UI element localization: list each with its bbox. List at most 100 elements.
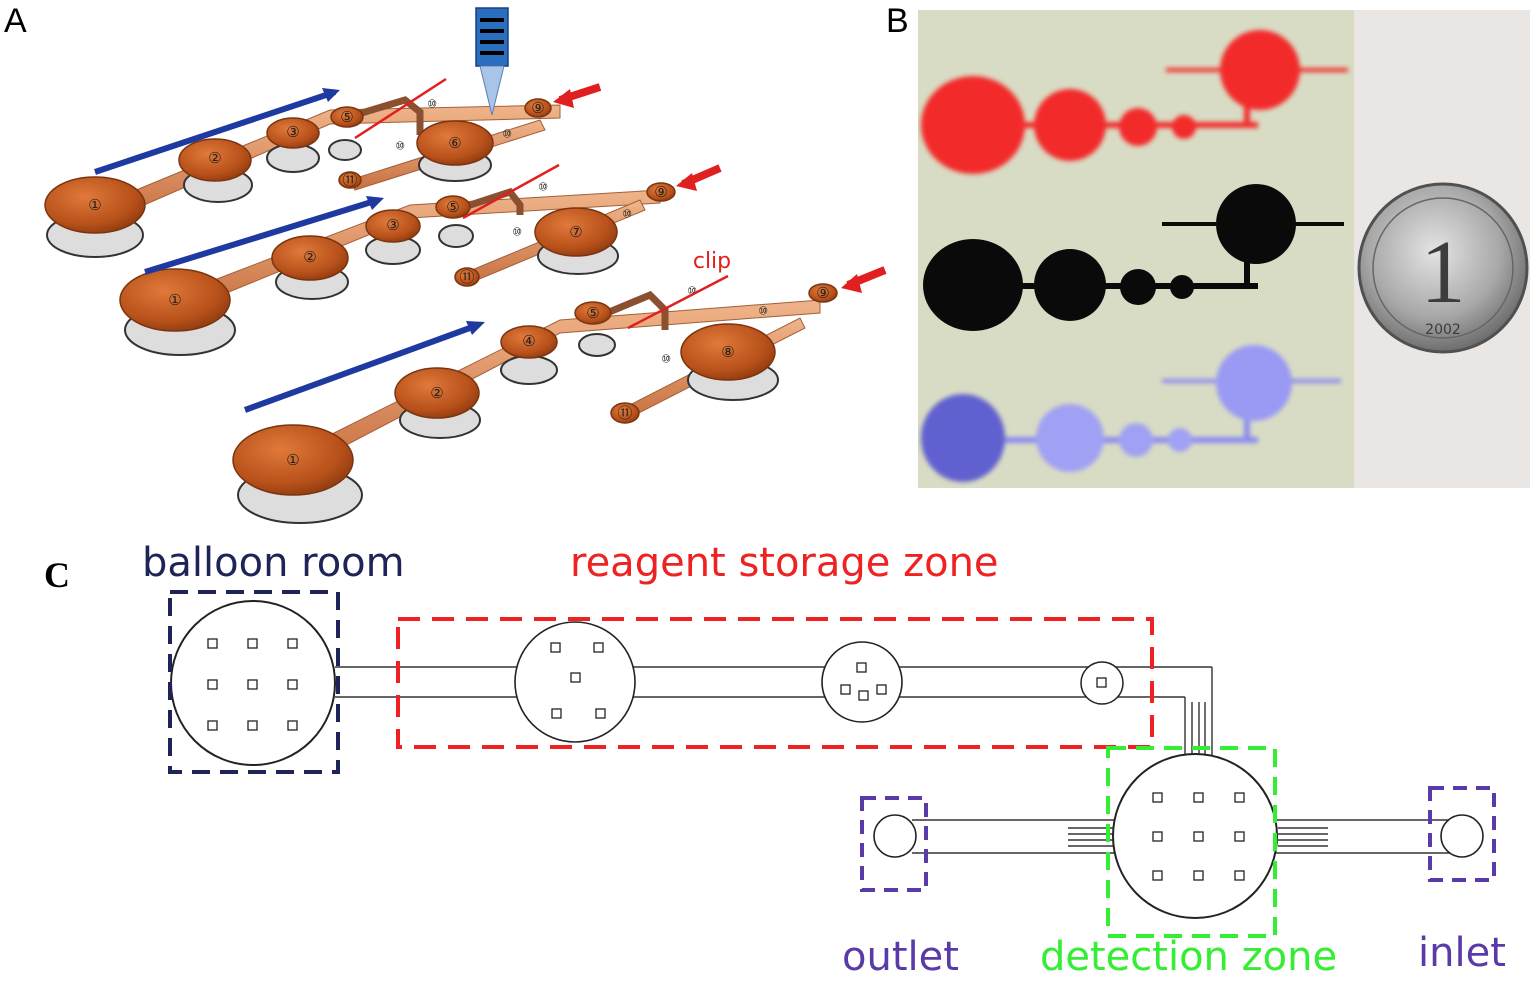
row3-flow-arrow <box>243 322 480 413</box>
row1-chamber-11 <box>338 171 362 189</box>
blue-reagent-chamber-1 <box>1036 404 1104 472</box>
chip-row-3: ① ② ④ ⑤ ⑧ ⑨ ⑪ ⑩ ⑩ ⑩ clip <box>232 249 887 524</box>
detection-zone-box <box>1106 746 1277 938</box>
row3-chamber-5-number: ⑤ <box>586 304 599 322</box>
row3-chamber-9 <box>808 283 838 303</box>
black-detection-zone <box>1216 184 1296 264</box>
row2-chamber-3-number: ③ <box>386 216 399 234</box>
row1-valve-number-1: ⑩ <box>427 98 437 111</box>
row1-clip-line <box>354 77 447 140</box>
clip-label: clip <box>693 249 731 274</box>
reagent-chamber-large-pillars <box>550 642 606 719</box>
row2-chamber-5-number: ⑤ <box>446 198 459 216</box>
inlet-port <box>1440 814 1484 858</box>
row3-chamber-1 <box>232 424 354 496</box>
row3-chamber-11-number: ⑪ <box>617 404 632 422</box>
row2-valve-number-1: ⑩ <box>538 181 548 194</box>
row1-valve-number-3: ⑩ <box>395 140 405 153</box>
red-detection-zone <box>1220 30 1300 110</box>
chip-row-1: ① ② ③ ⑤ ⑥ ⑨ ⑪ ⑩ ⑩ ⑩ <box>44 7 602 258</box>
row2-chamber-2-number: ② <box>303 248 316 266</box>
row3-elbow-channel <box>593 290 669 330</box>
panel-b-chip-photo: 1 2002 <box>918 10 1530 488</box>
row2-chamber-9-number: ⑨ <box>654 183 667 201</box>
row2-inlet-arrow-head <box>676 173 697 191</box>
panel-a-3d-chip-illustration: ① ② ③ ⑤ ⑥ ⑨ ⑪ ⑩ ⑩ ⑩ <box>0 0 900 530</box>
reagent-chamber-small-pillar <box>1096 677 1107 688</box>
detection-zone-pillars <box>1152 792 1245 881</box>
row2-chamber-5 <box>435 195 471 219</box>
row1-chamber-6-number: ⑥ <box>448 134 461 152</box>
row1-chamber-11-number: ⑪ <box>342 171 357 189</box>
blue-detection-zone <box>1216 345 1292 421</box>
row3-chamber-4 <box>500 325 558 359</box>
red-reagent-chamber-3 <box>1172 115 1196 139</box>
row2-chamber-7-number: ⑦ <box>569 223 582 241</box>
row2-clip-well <box>438 224 474 248</box>
row1-elbow-channel <box>343 96 424 135</box>
red-reagent-chamber-2 <box>1119 108 1157 146</box>
black-balloon-room <box>923 239 1023 331</box>
row1-flow-arrow-head <box>322 88 340 102</box>
row1-chamber-3 <box>266 117 320 149</box>
row2-elbow-channel <box>453 187 524 215</box>
row1-flow-arrow <box>94 89 336 175</box>
chip-row-2: ① ② ③ ⑤ ⑦ ⑨ ⑪ ⑩ ⑩ ⑩ <box>119 163 722 356</box>
row3-inlet-arrow-head <box>841 274 862 293</box>
blue-dye-row <box>921 345 1341 482</box>
outlet-box <box>860 796 928 892</box>
row1-clip-well <box>328 139 362 161</box>
row2-chamber-1 <box>119 268 231 332</box>
reagent-chamber-medium <box>821 641 903 723</box>
black-dye-row <box>923 184 1344 331</box>
blue-reagent-chamber-3 <box>1168 428 1192 452</box>
panel-c-svg <box>168 590 1496 938</box>
row1-chamber-1-number: ① <box>88 196 101 214</box>
row3-chamber-8 <box>680 323 776 381</box>
row1-chamber-3-number: ③ <box>286 123 299 141</box>
row3-flow-arrow-head <box>466 321 485 335</box>
row3-clip-well <box>578 333 616 357</box>
reagent-storage-zone-label: reagent storage zone <box>570 540 999 586</box>
red-dye-row <box>921 30 1348 174</box>
row2-chamber-1-number: ① <box>168 291 181 309</box>
panel-b-svg: 1 2002 <box>918 10 1530 488</box>
row3-chamber-1-number: ① <box>286 451 299 469</box>
row2-flow-arrow-head <box>366 196 384 210</box>
row3-chamber-5 <box>574 301 612 325</box>
row3-chamber-9-number: ⑨ <box>816 284 829 302</box>
inlet-label: inlet <box>1418 930 1506 976</box>
detection-zone-label: detection zone <box>1040 934 1338 980</box>
panel-label-a: A <box>4 2 27 40</box>
row3-valve-number-1: ⑩ <box>687 285 697 298</box>
detector-probe-icon <box>475 7 509 116</box>
row1-chamber-9 <box>524 98 552 118</box>
row1-chamber-9-number: ⑨ <box>531 99 544 117</box>
row3-chamber-8-number: ⑧ <box>721 343 734 361</box>
svg-text:1: 1 <box>1421 223 1466 322</box>
row3-chamber-2-number: ② <box>430 384 443 402</box>
panel-label-b: B <box>886 2 909 40</box>
outlet-port <box>873 814 917 858</box>
balloon-room-box <box>168 590 340 774</box>
panel-a-svg: ① ② ③ ⑤ ⑥ ⑨ ⑪ ⑩ ⑩ ⑩ <box>44 7 887 524</box>
row1-chamber-2 <box>178 138 252 182</box>
row2-chamber-3 <box>365 209 421 243</box>
black-reagent-chamber-3 <box>1170 275 1194 299</box>
row2-chamber-7 <box>534 207 618 257</box>
row3-valve-number-2: ⑩ <box>758 305 768 318</box>
row2-chamber-11 <box>454 267 480 287</box>
row1-chamber-2-number: ② <box>208 149 221 167</box>
row3-chamber-11 <box>610 402 640 424</box>
row1-chamber-6 <box>416 120 494 166</box>
reagent-storage-zone-box <box>396 617 1154 749</box>
panel-c-chip-schematic: balloon room reagent storage zone outlet… <box>0 530 1536 982</box>
row2-flow-arrow <box>144 197 379 275</box>
row3-valve-number-3: ⑩ <box>661 353 671 366</box>
row1-chamber-1 <box>44 176 146 234</box>
row2-chamber-2 <box>271 235 349 281</box>
inlet-box <box>1428 786 1496 882</box>
outlet-label: outlet <box>842 934 959 980</box>
row1-chamber-5 <box>330 106 364 128</box>
balloon-room-pillars <box>207 638 298 731</box>
